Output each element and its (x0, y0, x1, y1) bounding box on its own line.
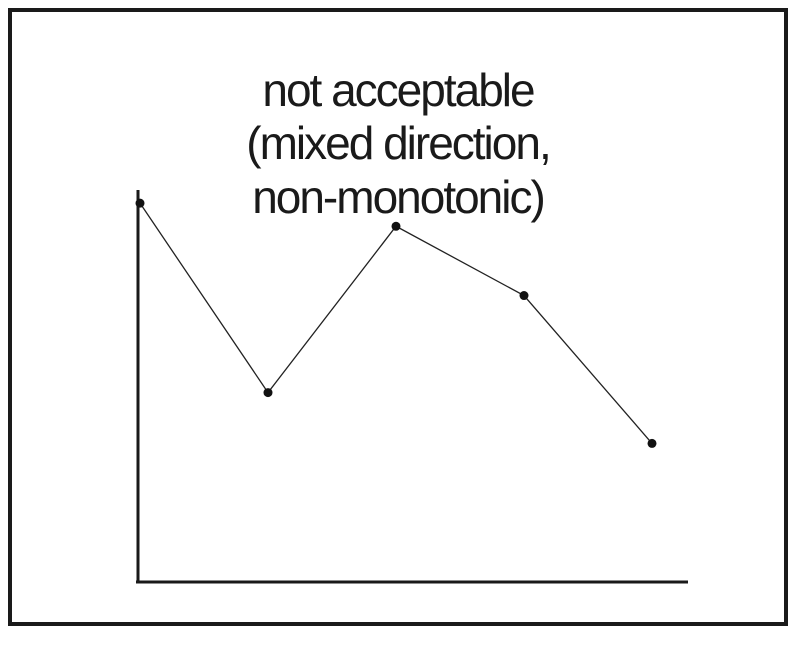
chart-title: not acceptable (mixed direction, non-mon… (12, 64, 784, 224)
series-line (139, 202, 653, 444)
series-layer (135, 198, 657, 448)
data-point (647, 438, 657, 448)
data-point (391, 221, 401, 231)
data-point (263, 388, 273, 398)
data-point (519, 291, 529, 301)
data-point (135, 198, 145, 208)
chart-title-line-2: (mixed direction, (246, 117, 551, 170)
chart-title-line-3: non-monotonic) (252, 170, 546, 223)
chart-title-line-1: not acceptable (262, 64, 535, 116)
